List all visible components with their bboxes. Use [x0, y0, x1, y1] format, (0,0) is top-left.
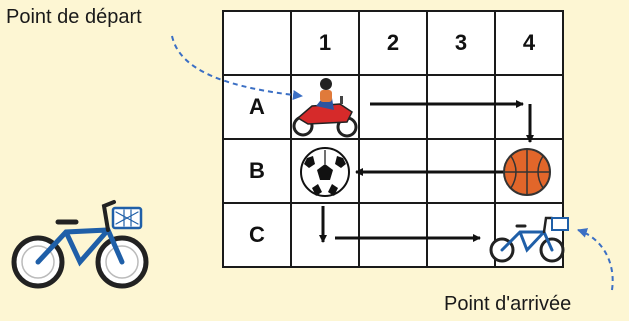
column-header-3: 3: [426, 10, 496, 76]
row-header-b: B: [222, 138, 292, 204]
grid-header-row: 1 2 3 4: [222, 10, 564, 76]
end-dashed-arrow: [577, 228, 614, 291]
column-header-2: 2: [358, 10, 428, 76]
cell-c3: [426, 202, 496, 268]
cell-a3: [426, 74, 496, 140]
path-arrows: [319, 100, 534, 243]
start-dashed-arrow: [171, 35, 303, 100]
column-header-4: 4: [494, 10, 564, 76]
large-bicycle-icon: [11, 200, 149, 289]
row-header-c: C: [222, 202, 292, 268]
motorcycle-icon: [292, 78, 358, 138]
start-point-label: Point de départ: [6, 6, 142, 28]
end-point-label: Point d'arrivée: [444, 293, 572, 315]
column-header-1: 1: [290, 10, 360, 76]
cell-a2: [358, 74, 428, 140]
cell-c2: [358, 202, 428, 268]
soccer-ball-icon: [300, 147, 350, 197]
grid-corner-cell: [222, 10, 292, 76]
bicycle-icon: [489, 216, 569, 263]
row-header-a: A: [222, 74, 292, 140]
basketball-icon: [503, 148, 551, 196]
